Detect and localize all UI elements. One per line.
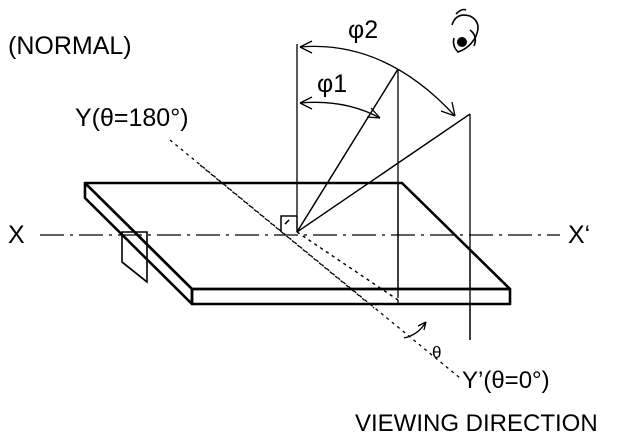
phi1-arrow-left xyxy=(299,96,313,110)
eye-icon xyxy=(451,8,479,53)
theta-label: θ xyxy=(432,343,441,362)
viewing-direction-label: VIEWING DIRECTION xyxy=(355,410,598,437)
y-axis-label: Y(θ=180°) xyxy=(75,104,189,132)
normal-label: (NORMAL) xyxy=(8,32,132,60)
theta-arc xyxy=(403,321,427,339)
phi2-label: φ2 xyxy=(348,16,378,44)
phi1-label: φ1 xyxy=(317,70,347,98)
theta-arrow xyxy=(417,321,427,331)
panel-front-edge xyxy=(190,287,512,306)
phi2-arc xyxy=(299,45,456,117)
lcd-panel xyxy=(83,181,512,306)
phi1-arc xyxy=(299,101,381,119)
x-prime-label: X‘ xyxy=(568,221,590,249)
phi2-arrow-right xyxy=(440,101,456,117)
right-angle-marker xyxy=(280,215,297,232)
y-prime-label: Y’(θ=0°) xyxy=(462,367,550,394)
panel-side-edge xyxy=(83,181,194,306)
phi2-arrow-left xyxy=(299,40,313,54)
x-axis-label: X xyxy=(8,221,25,249)
